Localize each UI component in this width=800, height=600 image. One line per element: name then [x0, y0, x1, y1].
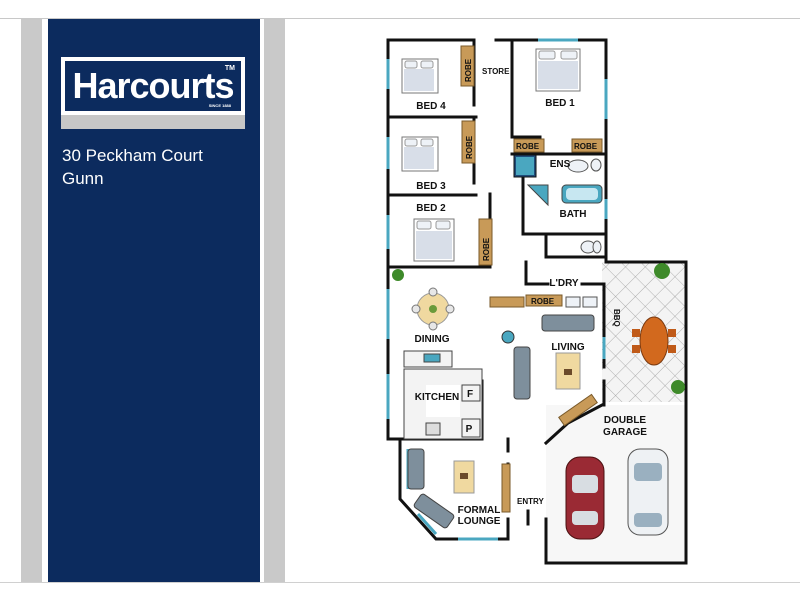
- bathroom-fixtures: [489, 154, 603, 308]
- label-dining: DINING: [415, 334, 450, 345]
- formal-lounge-furniture: [407, 448, 511, 529]
- robe-label-laundry: ROBE: [531, 297, 555, 306]
- living-furniture: [501, 314, 598, 427]
- address-street: 30 Peckham Court: [62, 146, 203, 165]
- robe-label-bed1-b: ROBE: [574, 142, 598, 151]
- label-bath: BATH: [559, 209, 586, 220]
- bed-3: [401, 136, 439, 172]
- label-store: STORE: [482, 67, 510, 76]
- left-grey-stripe: [21, 19, 42, 582]
- label-fridge: F: [467, 389, 473, 400]
- robe-label-bed1-a: ROBE: [516, 142, 540, 151]
- label-lounge-2: LOUNGE: [458, 516, 501, 527]
- logo-trademark: TM: [224, 65, 235, 72]
- label-kitchen: KITCHEN: [415, 392, 459, 403]
- label-laundry: L'DRY: [549, 278, 579, 289]
- label-garage-1: DOUBLE: [604, 415, 647, 426]
- robe-label-bed3: ROBE: [465, 135, 474, 159]
- label-lounge-1: FORMAL: [458, 505, 501, 516]
- label-garage-2: GARAGE: [603, 427, 647, 438]
- robe-label-bed2: ROBE: [482, 237, 491, 261]
- bed-2: [413, 218, 455, 262]
- logo-grey-bar: [61, 115, 245, 129]
- label-entry: ENTRY: [517, 497, 544, 506]
- label-bed1: BED 1: [545, 98, 575, 109]
- logo-since: SINCE 1888: [208, 103, 231, 108]
- floor-plan: ROBE ROBE ROBE ROBE ROBE ROBE: [386, 38, 688, 565]
- robe-label-bed4: ROBE: [464, 58, 473, 82]
- bottom-divider: [0, 582, 800, 583]
- dining-table: [411, 287, 455, 331]
- bed-4: [401, 58, 439, 94]
- car-red: [565, 456, 605, 540]
- label-living: LIVING: [551, 342, 585, 353]
- right-grey-stripe: [264, 19, 285, 582]
- outdoor-setting: [392, 263, 685, 394]
- label-bbq: BBQ: [612, 309, 621, 327]
- top-divider: [0, 18, 800, 19]
- logo-background: Harcourts TM SINCE 1888: [65, 61, 241, 111]
- car-white: [627, 448, 669, 536]
- bed-1: [535, 48, 581, 92]
- label-bed4: BED 4: [416, 101, 446, 112]
- address-suburb: Gunn: [62, 169, 104, 188]
- label-bed2: BED 2: [416, 203, 446, 214]
- robes: [460, 45, 603, 307]
- label-pantry: P: [466, 424, 473, 435]
- harcourts-logo: Harcourts TM SINCE 1888: [61, 57, 245, 129]
- label-bed3: BED 3: [416, 181, 446, 192]
- label-ens: ENS: [550, 159, 571, 170]
- logo-wordmark: Harcourts: [72, 65, 234, 106]
